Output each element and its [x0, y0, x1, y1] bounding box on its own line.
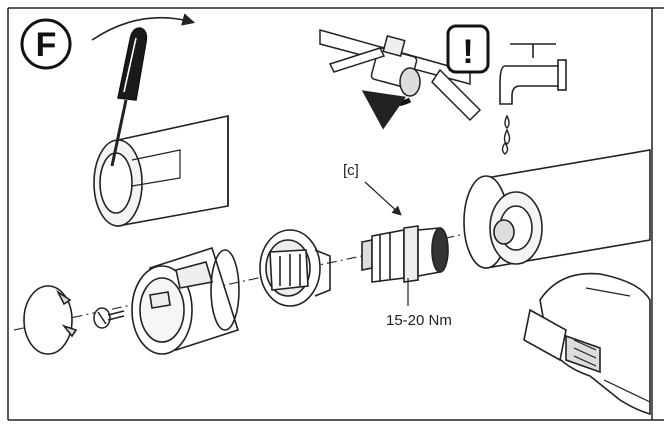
step-letter: F [36, 26, 57, 64]
step-badge: F [20, 18, 72, 70]
cartridge [361, 225, 449, 283]
torque-label: 15-20 Nm [386, 312, 452, 329]
part-label-leader [364, 181, 402, 216]
screwdriver-icon [110, 27, 148, 167]
cap-cover [23, 285, 78, 355]
rotate-direction-arrow [91, 13, 196, 41]
mixer-body [463, 149, 651, 269]
spline-adapter [259, 229, 331, 307]
rotate-arrow-icon [361, 90, 412, 130]
shutoff-valve-icon [319, 29, 482, 122]
warning-symbol: ! [462, 33, 473, 71]
panel-frame [7, 7, 664, 421]
handle-housing [131, 246, 240, 355]
screw [93, 307, 125, 329]
wrench-icon [523, 272, 651, 416]
handle-cylinder [93, 115, 229, 227]
part-label: [c] [343, 162, 359, 179]
water-drops-icon [501, 114, 511, 155]
warning-icon: ! [446, 24, 490, 74]
faucet-icon [499, 43, 567, 105]
